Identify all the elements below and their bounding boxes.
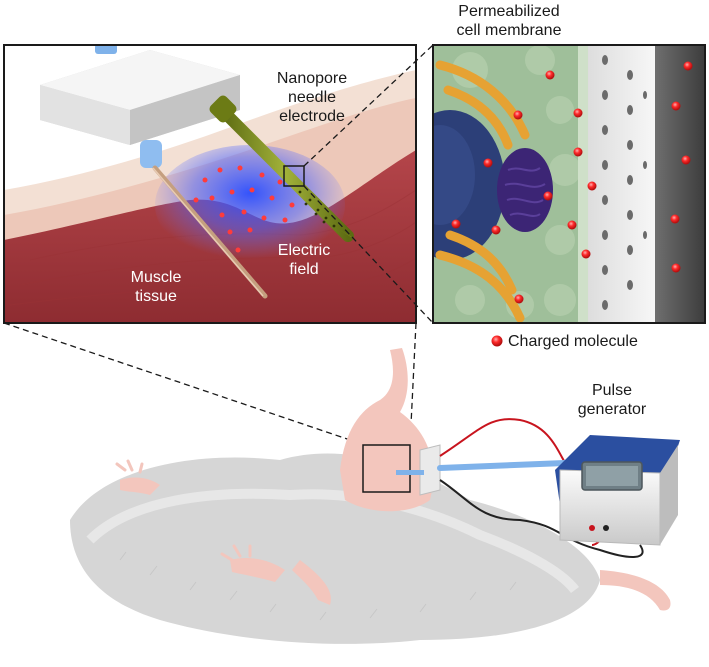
electric-field-label: Electric field <box>268 241 340 279</box>
charged-molecule-label: Charged molecule <box>508 332 638 351</box>
needle-electrode-label: Nanopore needle electrode <box>267 69 357 126</box>
rat-tail <box>600 570 671 611</box>
needle-label-line-3: electrode <box>267 107 357 126</box>
legend-molecule-icon <box>492 336 503 347</box>
field-label-line-2: field <box>268 260 340 279</box>
needle-label-line-1: Nanopore <box>267 69 357 88</box>
field-label-line-1: Electric <box>268 241 340 260</box>
muscle-label-line-2: tissue <box>122 287 190 306</box>
generator-label-line-2: generator <box>562 400 662 419</box>
pulse-generator-label: Pulse generator <box>562 381 662 419</box>
muscle-label-line-1: Muscle <box>122 268 190 287</box>
rat-shaved-leg <box>340 348 433 511</box>
needle-label-line-2: needle <box>267 88 357 107</box>
membrane-label-line-2: cell membrane <box>442 21 576 40</box>
pulse-generator <box>555 435 680 545</box>
membrane-label-line-1: Permeabilized <box>442 2 576 21</box>
membrane-inset-panel <box>395 45 705 323</box>
muscle-tissue-label: Muscle tissue <box>122 268 190 306</box>
generator-label-line-1: Pulse <box>562 381 662 400</box>
cell-membrane-label: Permeabilized cell membrane <box>442 2 576 40</box>
mitochondrion <box>497 148 553 232</box>
